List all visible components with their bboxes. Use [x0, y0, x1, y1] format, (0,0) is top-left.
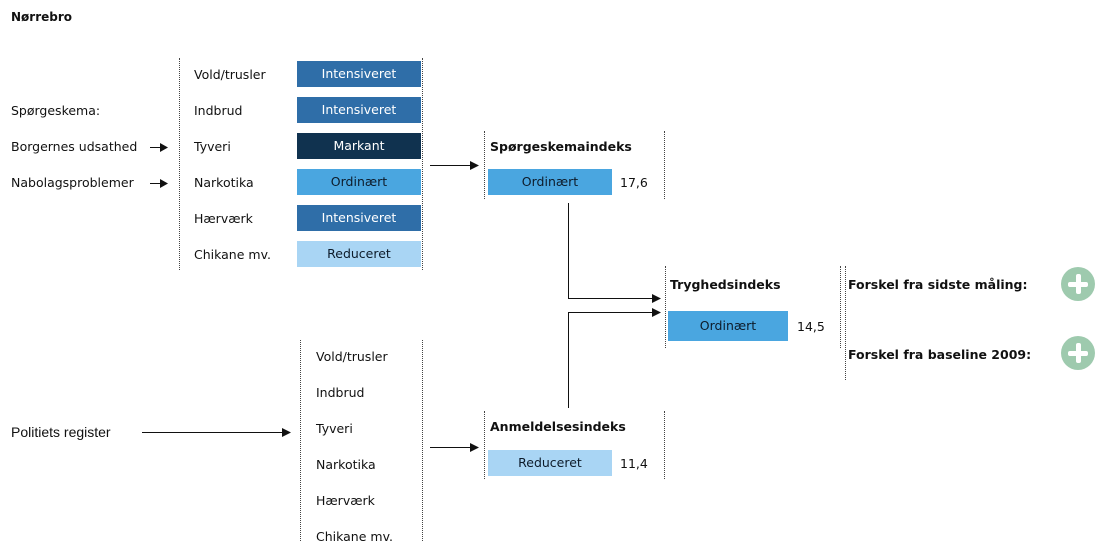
arrow-head-icon: [470, 161, 479, 170]
survey-level-box: Ordinært: [297, 169, 421, 195]
survey-index-value: 17,6: [620, 175, 648, 190]
arrow-line: [150, 147, 164, 148]
arrow-head-icon: [282, 428, 291, 437]
safety-index-level: Ordinært: [668, 311, 788, 341]
arrow-head-icon: [160, 179, 168, 188]
source-label-borgernes-udsathed: Borgernes udsathed: [11, 139, 138, 154]
police-category-tyveri: Tyveri: [316, 421, 353, 436]
survey-category-indbrud: Indbrud: [194, 103, 243, 118]
survey-level-box: Intensiveret: [297, 61, 421, 87]
arrow-head-icon: [652, 294, 661, 303]
plus-icon: [1061, 336, 1095, 370]
police-register-label: Politiets register: [11, 424, 111, 440]
arrow-line: [430, 165, 474, 166]
survey-category-narkotika: Narkotika: [194, 175, 254, 190]
source-label-nabolagsproblemer: Nabolagsproblemer: [11, 175, 134, 190]
questionnaire-label: Spørgeskema:: [11, 103, 101, 118]
survey-index-title: Spørgeskemaindeks: [490, 139, 632, 154]
survey-category-haervaerk: Hærværk: [194, 211, 253, 226]
arrow-line: [150, 183, 164, 184]
survey-index-right-border: [664, 131, 665, 199]
survey-level-box: Intensiveret: [297, 205, 421, 231]
safety-index-left-border: [665, 266, 666, 348]
difference-last-label: Forskel fra sidste måling:: [848, 277, 1028, 292]
survey-index-left-border: [484, 131, 485, 199]
police-category-haervaerk: Hærværk: [316, 493, 375, 508]
arrow-line: [568, 312, 656, 313]
difference-baseline-label: Forskel fra baseline 2009:: [848, 347, 1032, 362]
safety-index-value: 14,5: [797, 319, 825, 334]
survey-category-tyveri: Tyveri: [194, 139, 231, 154]
arrow-head-icon: [652, 308, 661, 317]
reports-index-value: 11,4: [620, 456, 648, 471]
arrow-line: [430, 447, 474, 448]
police-category-narkotika: Narkotika: [316, 457, 376, 472]
reports-index-left-border: [484, 411, 485, 479]
reports-index-right-border: [664, 411, 665, 479]
police-group-right-border: [422, 340, 423, 541]
safety-index-right-border: [840, 266, 841, 348]
survey-level-box: Intensiveret: [297, 97, 421, 123]
arrow-head-icon: [160, 143, 168, 152]
connector-line: [568, 312, 569, 408]
police-category-chikane: Chikane mv.: [316, 529, 393, 544]
survey-category-chikane: Chikane mv.: [194, 247, 271, 262]
arrow-head-icon: [470, 443, 479, 452]
survey-category-vold-trusler: Vold/trusler: [194, 67, 266, 82]
arrow-line: [142, 432, 286, 433]
police-category-indbrud: Indbrud: [316, 385, 365, 400]
survey-index-level: Ordinært: [488, 169, 612, 195]
police-group-left-border: [300, 340, 301, 541]
page-title: Nørrebro: [11, 10, 73, 24]
connector-line: [568, 203, 569, 298]
differences-left-border: [845, 266, 846, 380]
plus-icon: [1061, 267, 1095, 301]
survey-group-right-border: [422, 58, 423, 270]
police-category-vold-trusler: Vold/trusler: [316, 349, 388, 364]
survey-level-box: Markant: [297, 133, 421, 159]
reports-index-level: Reduceret: [488, 450, 612, 476]
survey-group-left-border: [179, 58, 180, 270]
survey-level-box: Reduceret: [297, 241, 421, 267]
arrow-line: [568, 298, 656, 299]
reports-index-title: Anmeldelsesindeks: [490, 419, 626, 434]
safety-index-title: Tryghedsindeks: [670, 277, 781, 292]
